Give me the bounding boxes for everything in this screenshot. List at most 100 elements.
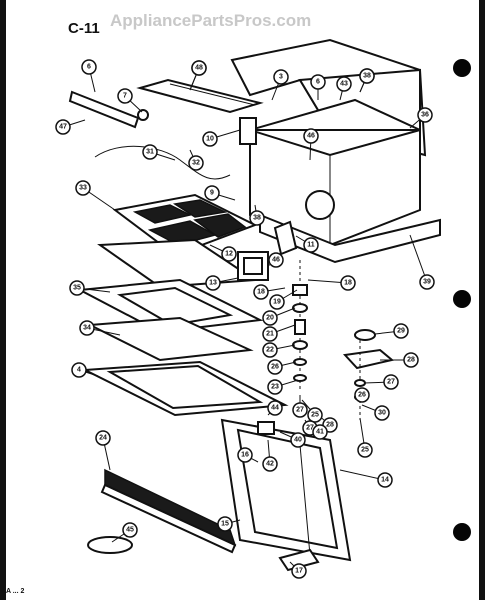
callout-number: 45 bbox=[126, 527, 134, 534]
callout-circle bbox=[374, 405, 390, 421]
callout-number: 26 bbox=[271, 364, 279, 371]
callout-number: 7 bbox=[123, 93, 127, 100]
damper-block bbox=[239, 117, 257, 145]
diagram-title: C-11 bbox=[68, 20, 100, 37]
callout-number: 43 bbox=[340, 81, 348, 88]
evaporator-recess bbox=[116, 286, 234, 327]
callout-circle bbox=[340, 275, 356, 291]
callout-circle bbox=[383, 374, 399, 390]
callout-48: 48 bbox=[191, 60, 207, 76]
callout-circle bbox=[417, 107, 433, 123]
callout-32: 32 bbox=[188, 155, 204, 171]
callout-11: 11 bbox=[303, 237, 319, 253]
watermark-text: AppliancePartsPros.com bbox=[110, 11, 311, 30]
callout-number: 21 bbox=[266, 331, 274, 338]
callout-number: 6 bbox=[87, 64, 91, 71]
callout-31: 31 bbox=[142, 144, 158, 160]
callout-leader bbox=[409, 234, 428, 283]
callout-number: 16 bbox=[241, 452, 249, 459]
valve-body bbox=[294, 319, 306, 335]
callout-number: 19 bbox=[273, 299, 281, 306]
filter-panel-2 bbox=[172, 199, 228, 218]
trim-strip-edge bbox=[100, 483, 237, 554]
callout-circle bbox=[269, 294, 285, 310]
callout-26: 26 bbox=[354, 387, 370, 403]
callout-number: 34 bbox=[83, 325, 91, 332]
callout-circle bbox=[55, 119, 71, 135]
callout-number: 9 bbox=[210, 190, 214, 197]
top-cover-plate bbox=[136, 78, 264, 114]
callout-circle bbox=[81, 59, 97, 75]
callout-number: 38 bbox=[253, 215, 261, 222]
callout-number: 11 bbox=[307, 242, 315, 249]
callout-number: 32 bbox=[192, 160, 200, 167]
callout-24: 24 bbox=[95, 430, 111, 446]
valve-ring-4 bbox=[293, 374, 307, 382]
callout-45: 45 bbox=[122, 522, 138, 538]
knob bbox=[354, 329, 376, 341]
binder-hole-top bbox=[453, 59, 471, 77]
callout-number: 36 bbox=[421, 112, 429, 119]
callout-number: 12 bbox=[225, 251, 233, 258]
callout-number: 40 bbox=[294, 437, 302, 444]
callout-circle bbox=[237, 447, 253, 463]
housing-top-edge bbox=[249, 129, 421, 157]
callout-number: 42 bbox=[266, 461, 274, 468]
callout-number: 17 bbox=[295, 568, 303, 575]
callout-number: 18 bbox=[344, 280, 352, 287]
callout-number: 14 bbox=[381, 477, 389, 484]
callout-circle bbox=[122, 522, 138, 538]
callout-44: 44 bbox=[267, 400, 283, 416]
bracket-washer-1 bbox=[354, 379, 366, 387]
callout-9: 9 bbox=[204, 185, 220, 201]
valve-cap bbox=[292, 284, 308, 296]
callout-number: 30 bbox=[378, 410, 386, 417]
callout-number: 46 bbox=[307, 133, 315, 140]
callout-30: 30 bbox=[374, 405, 390, 421]
callout-18: 18 bbox=[253, 284, 269, 300]
callout-23: 23 bbox=[267, 379, 283, 395]
rail-nut bbox=[137, 109, 149, 121]
callout-38: 38 bbox=[249, 210, 265, 226]
callout-20: 20 bbox=[262, 310, 278, 326]
callout-6: 6 bbox=[310, 74, 326, 90]
callout-22: 22 bbox=[262, 342, 278, 358]
valve-ring-1 bbox=[292, 303, 308, 313]
callout-number: 48 bbox=[195, 65, 203, 72]
callout-circle bbox=[273, 69, 289, 85]
callout-26: 26 bbox=[267, 359, 283, 375]
blower-opening bbox=[305, 190, 335, 220]
callout-27: 27 bbox=[383, 374, 399, 390]
callout-4: 4 bbox=[71, 362, 87, 378]
callout-circle bbox=[204, 185, 220, 201]
callout-number: 31 bbox=[146, 149, 154, 156]
page-edge-left bbox=[0, 0, 6, 600]
callout-38: 38 bbox=[359, 68, 375, 84]
callout-27: 27 bbox=[292, 402, 308, 418]
callout-17: 17 bbox=[291, 563, 307, 579]
callout-circle bbox=[142, 144, 158, 160]
callout-13: 13 bbox=[205, 275, 221, 291]
callout-14: 14 bbox=[377, 472, 393, 488]
callout-43: 43 bbox=[336, 76, 352, 92]
callout-number: 22 bbox=[266, 347, 274, 354]
callout-number: 15 bbox=[221, 521, 229, 528]
callout-circle bbox=[312, 424, 328, 440]
callout-46: 46 bbox=[268, 252, 284, 268]
callout-circle bbox=[403, 352, 419, 368]
control-box-inner bbox=[243, 257, 263, 275]
callout-number: 4 bbox=[77, 367, 81, 374]
callout-34: 34 bbox=[79, 320, 95, 336]
callout-circle bbox=[290, 432, 306, 448]
callout-6: 6 bbox=[81, 59, 97, 75]
callout-15: 15 bbox=[217, 516, 233, 532]
foot-pad bbox=[278, 548, 320, 572]
callout-circle bbox=[303, 237, 319, 253]
callout-number: 25 bbox=[311, 412, 319, 419]
rear-rail bbox=[68, 90, 140, 129]
callout-circle bbox=[262, 456, 278, 472]
callout-number: 3 bbox=[279, 74, 283, 81]
control-bracket bbox=[273, 220, 298, 256]
